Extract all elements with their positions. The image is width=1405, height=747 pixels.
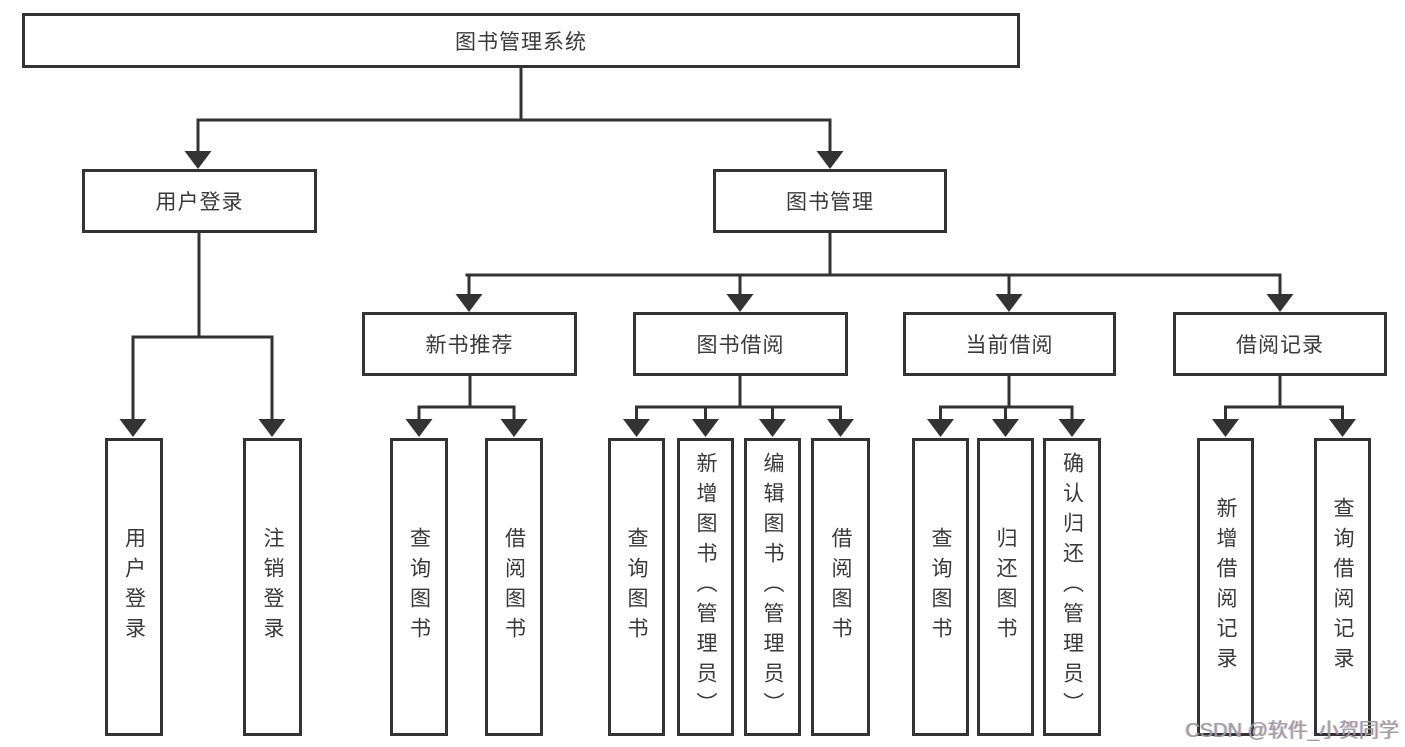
leaf-records-add-record: 新增借阅记录 <box>1197 438 1254 736</box>
node-new-book-recommend: 新书推荐 <box>362 312 577 376</box>
node-new-book-recommend-label: 新书推荐 <box>425 334 514 357</box>
node-book-borrow-label: 图书借阅 <box>696 334 785 357</box>
leaf-recommend-borrow-books: 借阅图书 <box>485 438 543 736</box>
leaf-current-query-books: 查询图书 <box>912 438 969 736</box>
node-user-login-label: 用户登录 <box>155 191 244 214</box>
node-borrow-records-label: 借阅记录 <box>1236 334 1324 357</box>
leaf-current-query-books-label: 查询图书 <box>929 527 952 647</box>
leaf-user-login: 用户登录 <box>105 438 163 736</box>
leaf-recommend-borrow-books-label: 借阅图书 <box>502 527 526 647</box>
leaf-records-query-record-label: 查询借阅记录 <box>1331 497 1354 677</box>
leaf-current-return-books: 归还图书 <box>977 438 1034 736</box>
leaf-records-add-record-label: 新增借阅记录 <box>1214 497 1237 677</box>
leaf-current-confirm-return-admin: 确认归还（管理员） <box>1043 438 1101 736</box>
leaf-user-login-label: 用户登录 <box>122 527 146 647</box>
leaf-current-return-books-label: 归还图书 <box>994 527 1017 647</box>
leaf-borrow-query-books-label: 查询图书 <box>625 527 648 647</box>
leaf-borrow-borrow-books-label: 借阅图书 <box>829 527 852 647</box>
node-book-borrow: 图书借阅 <box>633 312 848 376</box>
leaf-borrow-add-books-admin: 新增图书（管理员） <box>677 438 734 736</box>
leaf-recommend-query-books-label: 查询图书 <box>407 527 431 647</box>
leaf-borrow-edit-books-admin: 编辑图书（管理员） <box>744 438 801 736</box>
csdn-watermark: CSDN @软件_小贺同学 <box>1185 720 1399 742</box>
leaf-records-query-record: 查询借阅记录 <box>1314 438 1371 736</box>
leaf-borrow-borrow-books: 借阅图书 <box>811 438 870 736</box>
leaf-borrow-edit-books-admin-label: 编辑图书（管理员） <box>761 452 784 722</box>
leaf-borrow-query-books: 查询图书 <box>608 438 665 736</box>
node-current-borrow-label: 当前借阅 <box>965 334 1054 357</box>
node-root: 图书管理系统 <box>22 13 1020 68</box>
leaf-logout: 注销登录 <box>243 438 302 736</box>
leaf-current-confirm-return-admin-label: 确认归还（管理员） <box>1060 452 1084 722</box>
leaf-borrow-add-books-admin-label: 新增图书（管理员） <box>694 452 717 722</box>
node-user-login: 用户登录 <box>82 169 317 233</box>
node-book-management-label: 图书管理 <box>786 191 874 214</box>
node-borrow-records: 借阅记录 <box>1173 312 1387 376</box>
node-root-label: 图书管理系统 <box>455 30 587 54</box>
node-current-borrow: 当前借阅 <box>903 312 1116 376</box>
leaf-logout-label: 注销登录 <box>261 527 284 647</box>
leaf-recommend-query-books: 查询图书 <box>390 438 448 736</box>
node-book-management: 图书管理 <box>713 169 947 233</box>
